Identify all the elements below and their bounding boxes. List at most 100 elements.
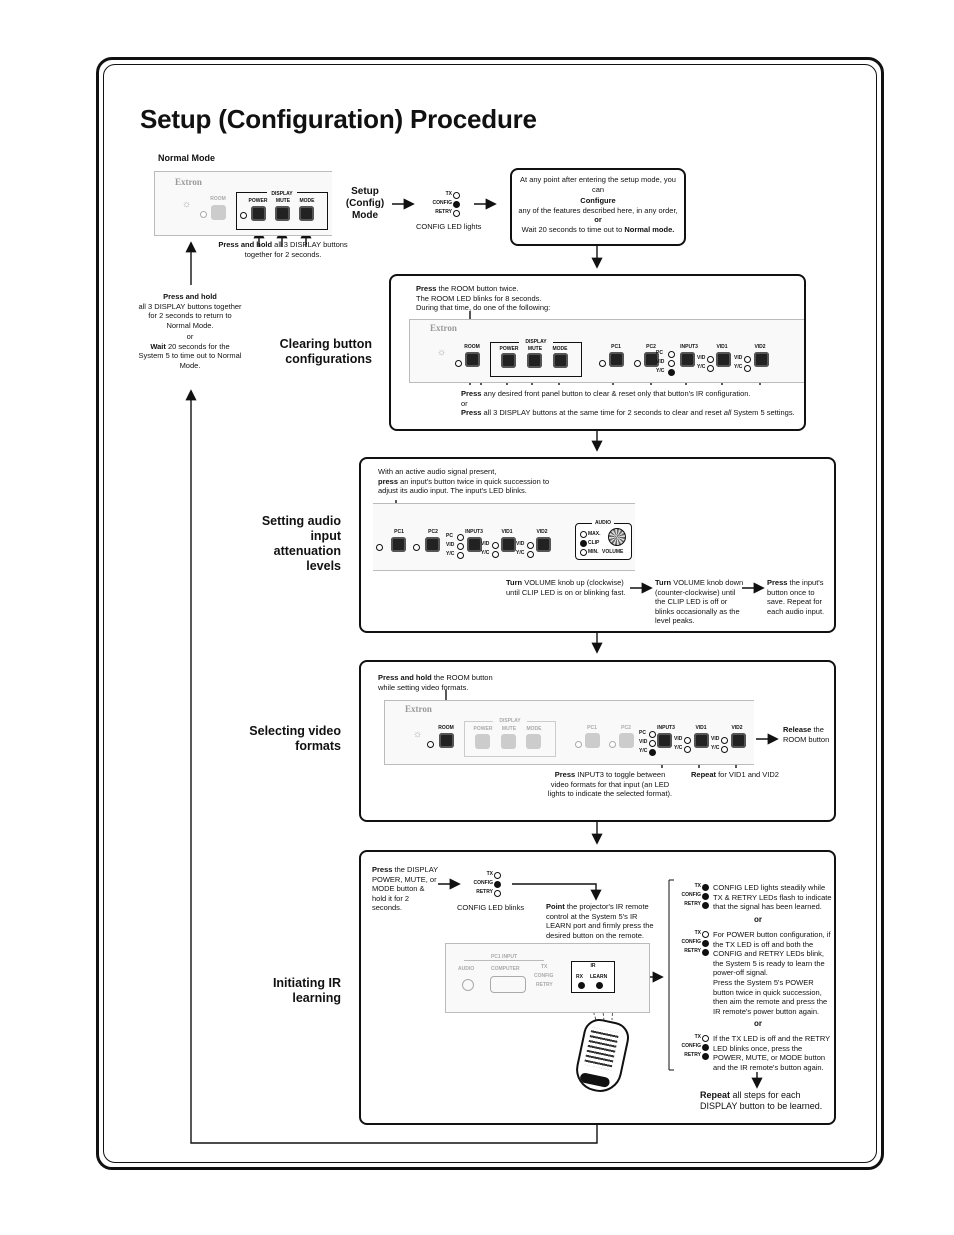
vid1-vid-led xyxy=(707,356,714,363)
vid2-vid-label: VID xyxy=(734,355,743,361)
learn-label: LEARN xyxy=(590,974,608,980)
retry-led xyxy=(702,902,709,909)
audio-top-note: With an active audio signal present, pre… xyxy=(378,467,550,495)
power-button[interactable] xyxy=(251,206,266,221)
input3-button[interactable] xyxy=(467,537,482,552)
info-configure: Configure xyxy=(580,196,616,205)
retry-label: RETRY xyxy=(684,948,701,954)
input3-button[interactable] xyxy=(680,352,695,367)
pc1-button[interactable] xyxy=(391,537,406,552)
ir-repeat-note: Repeat all steps for each DISPLAY button… xyxy=(700,1090,823,1111)
learn-port xyxy=(596,982,603,989)
pc2-button[interactable] xyxy=(425,537,440,552)
hold-display-note: Press and hold all 3 DISPLAY buttons tog… xyxy=(218,240,348,259)
return-or: or xyxy=(186,332,194,341)
ir-port-group: IR RX LEARN xyxy=(571,961,615,993)
clip-label: CLIP xyxy=(588,540,600,546)
room-button[interactable] xyxy=(465,352,480,367)
room-label: ROOM xyxy=(210,196,226,202)
info-line-2: any of the features described here, in a… xyxy=(518,205,678,215)
config-label: CONFIG xyxy=(681,892,701,898)
vid1-button[interactable] xyxy=(501,537,516,552)
clearing-top-note: Press the ROOM button twice. The ROOM LE… xyxy=(416,284,551,312)
tx-label: TX xyxy=(445,191,452,197)
vid1-vid-label: VID xyxy=(481,541,490,547)
tx-led xyxy=(702,884,709,891)
retry-led xyxy=(453,210,460,217)
vid1-vid-led xyxy=(492,542,499,549)
mode-button[interactable] xyxy=(553,353,568,368)
ir-box: Press the DISPLAY POWER, MUTE, or MODE b… xyxy=(359,850,836,1125)
pc-label: PC xyxy=(656,350,663,356)
vid2-button[interactable] xyxy=(536,537,551,552)
vid2-vid-label: VID xyxy=(711,736,720,742)
rear-panel: PC1 INPUT AUDIO COMPUTER TX CONFIG RETRY… xyxy=(445,943,650,1013)
mute-label: MUTE xyxy=(275,198,291,204)
vid1-button[interactable] xyxy=(694,733,709,748)
pc2-label: PC2 xyxy=(428,529,438,535)
room-button[interactable] xyxy=(211,205,226,220)
pc2-label: PC2 xyxy=(646,344,656,350)
brand-logo: Extron xyxy=(430,323,457,333)
audio-step-1: Turn VOLUME knob up (clockwise) until CL… xyxy=(506,578,626,597)
yc-led xyxy=(457,552,464,559)
pc-led xyxy=(457,534,464,541)
clearing-label: Clearing button configurations xyxy=(279,337,372,366)
room-label: ROOM xyxy=(464,344,480,350)
vid1-yc-label: Y/C xyxy=(481,550,490,556)
volume-knob[interactable] xyxy=(608,528,626,546)
video-release-note: Release the ROOM button xyxy=(783,725,830,744)
mode-label: MODE xyxy=(526,726,542,732)
display-group: DISPLAY POWER MUTE MODE xyxy=(464,718,556,757)
vid2-vid-led xyxy=(744,356,751,363)
room-button[interactable] xyxy=(439,733,454,748)
config-led-lights-note: CONFIG LED lights xyxy=(416,222,482,231)
video-top-note: Press and hold the ROOM button while set… xyxy=(378,673,493,692)
display-label: DISPLAY xyxy=(493,718,527,724)
mode-button[interactable] xyxy=(526,734,541,749)
config-led xyxy=(702,1044,709,1051)
pc2-button[interactable] xyxy=(644,352,659,367)
return-line-2: Wait 20 seconds for the System 5 to time… xyxy=(138,341,242,370)
computer-port-label: COMPUTER xyxy=(491,966,520,972)
ir-or-1: or xyxy=(754,915,762,924)
vid2-label: VID2 xyxy=(731,725,743,731)
tx-label: TX xyxy=(694,1034,701,1040)
min-led xyxy=(580,549,587,556)
max-led xyxy=(580,531,587,538)
room-label: ROOM xyxy=(438,725,454,731)
ir-label: Initiating IR learning xyxy=(272,976,341,1005)
mute-button[interactable] xyxy=(501,734,516,749)
power-button[interactable] xyxy=(501,353,516,368)
input3-label: INPUT3 xyxy=(465,529,483,535)
retry-label: RETRY xyxy=(684,1052,701,1058)
audio-jack-icon xyxy=(462,979,474,991)
input3-button[interactable] xyxy=(657,733,672,748)
vid1-label: VID1 xyxy=(716,344,728,350)
vid1-button[interactable] xyxy=(716,352,731,367)
mute-button[interactable] xyxy=(275,206,290,221)
audio-box: With an active audio signal present, pre… xyxy=(359,457,836,633)
power-button[interactable] xyxy=(475,734,490,749)
pc1-button[interactable] xyxy=(585,733,600,748)
clip-led xyxy=(580,540,587,547)
brand-logo: Extron xyxy=(405,704,432,714)
room-led xyxy=(427,741,434,748)
vid2-button[interactable] xyxy=(754,352,769,367)
rear-retry-label: RETRY xyxy=(536,982,553,988)
vid2-label: VID2 xyxy=(536,529,548,535)
config-led xyxy=(702,940,709,947)
vid-label: VID xyxy=(639,739,648,745)
vid2-button[interactable] xyxy=(731,733,746,748)
mode-label: MODE xyxy=(299,198,315,204)
pc2-button[interactable] xyxy=(619,733,634,748)
mute-button[interactable] xyxy=(527,353,542,368)
pc1-input-label: PC1 INPUT xyxy=(464,954,544,961)
config-label: CONFIG xyxy=(681,1043,701,1049)
pc-led xyxy=(649,731,656,738)
mode-button[interactable] xyxy=(299,206,314,221)
vga-port-icon xyxy=(490,976,526,993)
ir-group-label: IR xyxy=(590,963,596,969)
pc1-button[interactable] xyxy=(609,352,624,367)
retry-led xyxy=(494,890,501,897)
